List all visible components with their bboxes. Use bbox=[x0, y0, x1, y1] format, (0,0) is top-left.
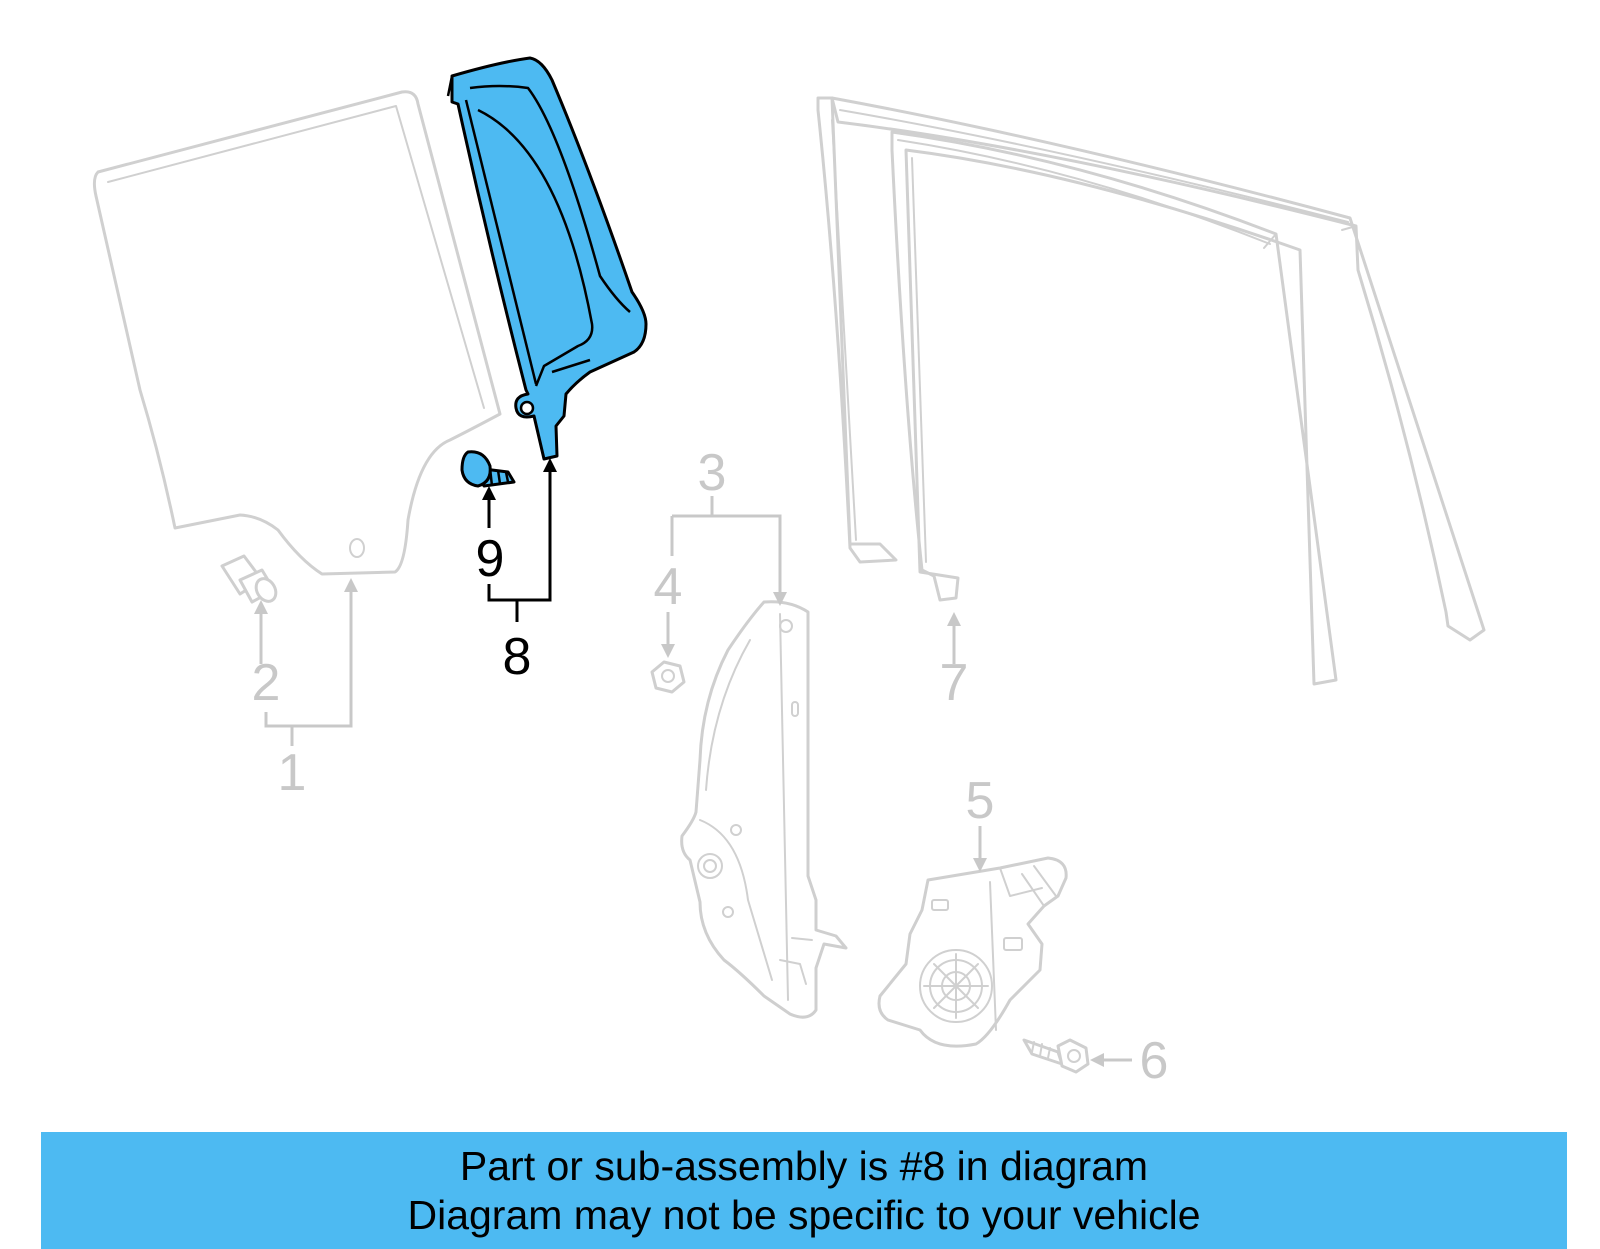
leader-lines-gray bbox=[254, 496, 1132, 1067]
banner-line-part: Part or sub-assembly is #8 in diagram bbox=[459, 1142, 1149, 1189]
screw-part-6 bbox=[1022, 1038, 1090, 1074]
callout-9: 9 bbox=[476, 530, 505, 588]
callout-3: 3 bbox=[698, 444, 727, 502]
callout-5: 5 bbox=[966, 772, 995, 830]
door-glass-part-1 bbox=[92, 90, 502, 576]
callout-6: 6 bbox=[1140, 1032, 1169, 1090]
callout-labels: 1 2 3 4 5 6 7 8 9 bbox=[252, 444, 1169, 1090]
callout-8: 8 bbox=[503, 628, 532, 686]
glass-run-channel-part-7 bbox=[816, 96, 1486, 686]
bolt-part-9 bbox=[460, 450, 516, 488]
window-regulator-part-3 bbox=[680, 600, 848, 1019]
leader-lines-black bbox=[482, 458, 557, 622]
banner-line-disclaimer: Diagram may not be specific to your vehi… bbox=[407, 1191, 1201, 1238]
bushing-part-2 bbox=[220, 554, 278, 604]
callout-7: 7 bbox=[940, 654, 969, 712]
callout-4: 4 bbox=[654, 558, 683, 616]
part-notice-banner: Part or sub-assembly is #8 in diagram Di… bbox=[41, 1132, 1567, 1249]
nut-part-4 bbox=[650, 660, 686, 694]
callout-1: 1 bbox=[278, 744, 307, 802]
window-motor-part-5 bbox=[877, 856, 1068, 1048]
callout-2: 2 bbox=[252, 654, 281, 712]
stationary-glass-part-8 bbox=[446, 56, 648, 461]
